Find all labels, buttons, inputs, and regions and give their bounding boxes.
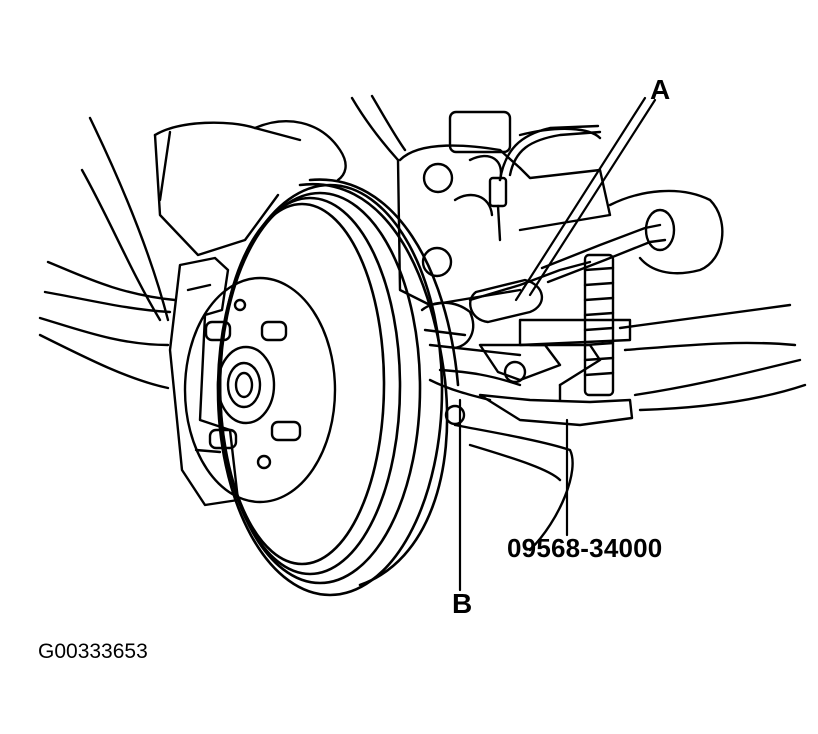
figure-id: G00333653	[38, 640, 148, 663]
brake-caliper	[168, 256, 240, 507]
leader-a	[528, 98, 657, 297]
tool-part-number: 09568-34000	[507, 533, 663, 563]
brake-rotor	[216, 178, 460, 597]
knuckle-bracket	[396, 110, 612, 307]
lug-studs	[204, 298, 302, 470]
lower-control-arm	[453, 423, 574, 552]
ball-joint-remover-tool	[468, 189, 724, 427]
callout-label-b: B	[452, 588, 473, 619]
strut-mount	[153, 120, 347, 257]
wheel-hub	[183, 276, 337, 504]
sensor-wire	[488, 124, 602, 242]
callout-leaders	[458, 96, 657, 592]
background-lines	[38, 94, 807, 412]
callout-label-a: A	[650, 74, 671, 105]
leader-a-2	[514, 96, 647, 302]
